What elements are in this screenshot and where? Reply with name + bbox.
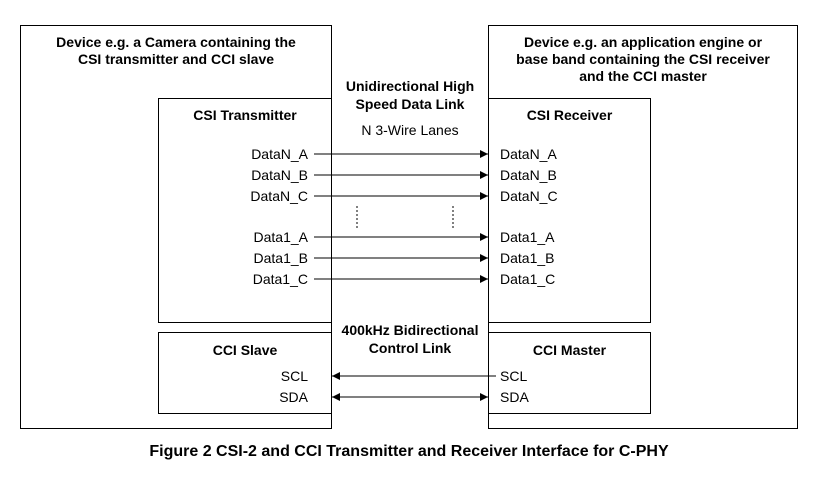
right-device-title-line-2: base band containing the CSI receiver <box>516 51 770 67</box>
cci-master-sda-label: SDA <box>500 389 529 405</box>
tx-signal-label: DataN_A <box>251 146 308 162</box>
cci-slave-title: CCI Slave <box>212 342 278 358</box>
figure-caption: Figure 2 CSI-2 and CCI Transmitter and R… <box>149 443 669 460</box>
csi-receiver-title: CSI Receiver <box>526 107 613 123</box>
tx-signal-label: Data1_B <box>253 250 308 266</box>
left-device-title-line-2: CSI transmitter and CCI slave <box>77 51 275 67</box>
data-link-label-line-1: Unidirectional High <box>345 78 475 94</box>
tx-signal-label: DataN_C <box>250 188 308 204</box>
rx-signal-label: DataN_A <box>500 146 557 162</box>
cci-master-title: CCI Master <box>532 342 607 358</box>
left-device-title-line-1: Device e.g. a Camera containing the <box>56 34 296 50</box>
rx-signal-label: DataN_B <box>500 167 557 183</box>
data-link-label-line-2: Speed Data Link <box>355 96 465 112</box>
control-link-label-line-2: Control Link <box>368 340 452 356</box>
csi-transmitter-box <box>158 98 332 323</box>
tx-signal-label: Data1_C <box>252 271 308 287</box>
tx-signal-label: DataN_B <box>251 167 308 183</box>
lanes-label: N 3-Wire Lanes <box>361 122 459 138</box>
csi-receiver-box <box>488 98 651 323</box>
rx-signal-label: DataN_C <box>500 188 558 204</box>
cci-slave-scl-label: SCL <box>280 368 308 384</box>
cci-slave-box <box>158 332 332 414</box>
cci-master-box <box>488 332 651 414</box>
rx-signal-label: Data1_B <box>500 250 555 266</box>
tx-signal-label: Data1_A <box>253 229 308 245</box>
rx-signal-label: Data1_C <box>500 271 556 287</box>
right-device-title-line-3: and the CCI master <box>579 68 707 84</box>
control-link-label-line-1: 400kHz Bidirectional <box>341 322 479 338</box>
cci-master-scl-label: SCL <box>500 368 528 384</box>
right-device-title-line-1: Device e.g. an application engine or <box>523 34 763 50</box>
cci-slave-sda-label: SDA <box>279 389 308 405</box>
rx-signal-label: Data1_A <box>500 229 555 245</box>
csi-transmitter-title: CSI Transmitter <box>193 107 297 123</box>
